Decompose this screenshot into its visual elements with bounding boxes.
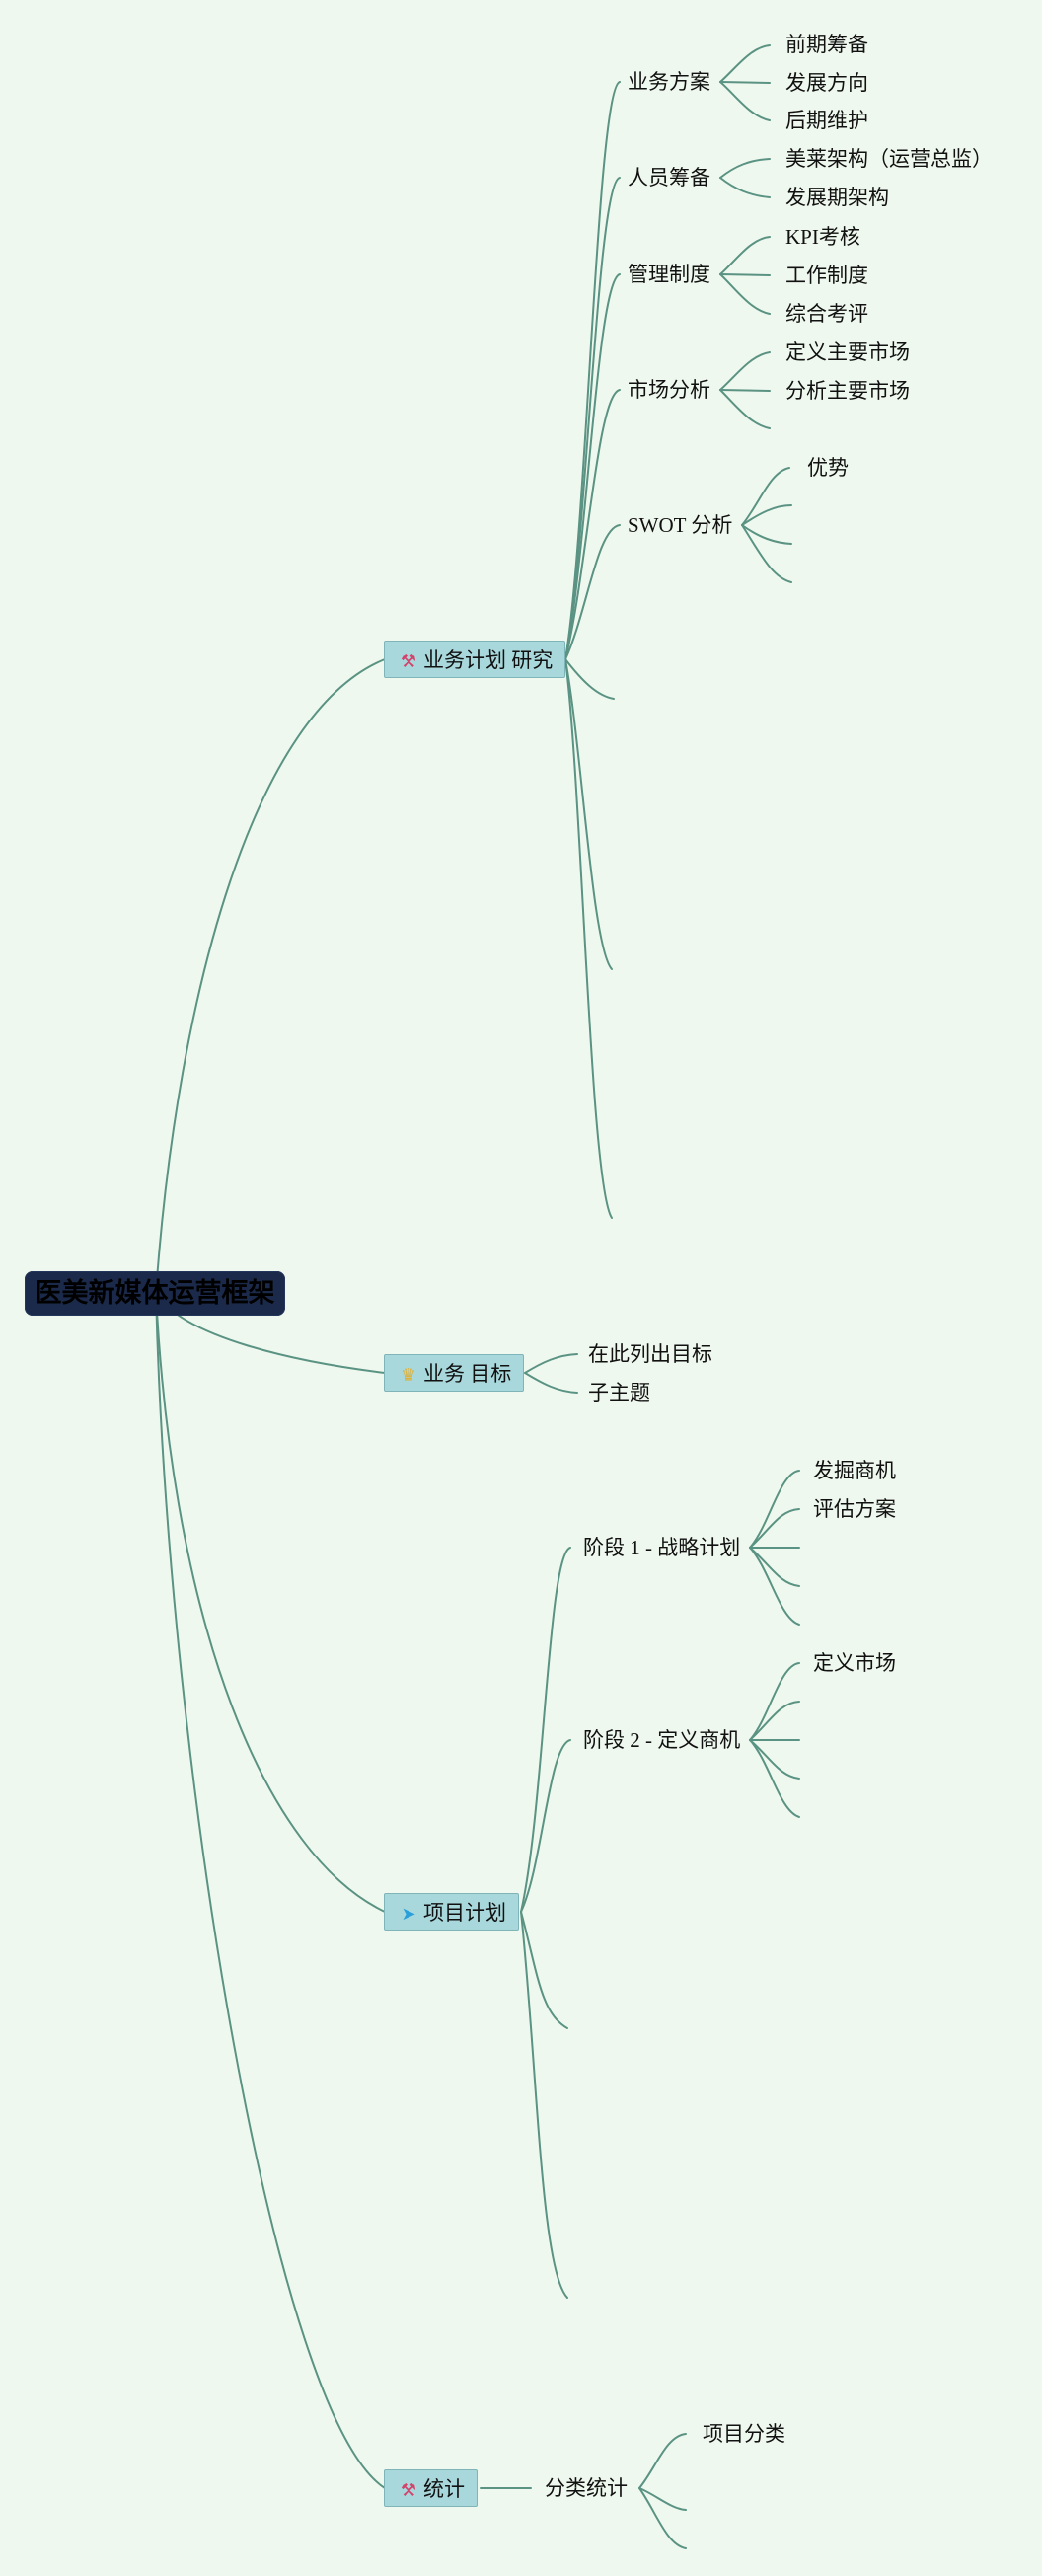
edge-leaf xyxy=(719,273,771,315)
edge-leaf xyxy=(638,2433,687,2489)
leaf-topic[interactable]: 定义市场 xyxy=(813,1651,896,1675)
edge-leaf xyxy=(719,158,771,179)
leaf-topic[interactable]: 后期维护 xyxy=(785,109,868,132)
edge-project-phase2 xyxy=(520,1739,571,1913)
leaf-topic[interactable]: 定义主要市场 xyxy=(785,341,910,364)
edge-project-phase1 xyxy=(520,1547,571,1913)
topic-statistics[interactable]: ⚒ 统计 xyxy=(384,2469,478,2507)
edge-leaf xyxy=(749,1547,800,1626)
edge-research-mgmt xyxy=(564,273,621,660)
leaf-topic[interactable]: 项目分类 xyxy=(703,2422,785,2446)
leaf-topic[interactable]: 工作制度 xyxy=(785,264,868,287)
edge-leaf xyxy=(749,1739,800,1818)
leaf-topic[interactable]: 前期筹备 xyxy=(785,33,868,56)
topic-label: 统计 xyxy=(423,2477,465,2501)
leaf-topic[interactable]: 发展方向 xyxy=(785,71,868,95)
edge-leaf xyxy=(749,1508,800,1549)
subtopic-management[interactable]: 管理制度 xyxy=(628,263,710,286)
edge-leaf xyxy=(719,389,771,392)
leaf-topic[interactable]: 发展期架构 xyxy=(785,186,889,209)
subtopic-phase-2[interactable]: 阶段 2 - 定义商机 xyxy=(583,1728,741,1752)
edge-research-swot xyxy=(564,524,621,660)
subtopic-category-stats[interactable]: 分类统计 xyxy=(545,2476,628,2500)
edge-leaf xyxy=(749,1547,800,1587)
edge-leaf xyxy=(719,351,771,391)
edge-leaf xyxy=(741,524,792,545)
topic-business-research[interactable]: ⚒ 业务计划 研究 xyxy=(384,641,566,678)
edge-leaf xyxy=(741,504,792,526)
leaf-topic[interactable]: 美莱架构（运营总监） xyxy=(785,147,993,171)
edge-leaf xyxy=(719,81,771,84)
edge-project-empty-2 xyxy=(520,1911,568,2299)
edge-research-empty-2 xyxy=(564,658,613,970)
topic-label: 项目计划 xyxy=(423,1901,506,1925)
edge-leaf xyxy=(524,1372,578,1394)
root-topic[interactable]: 医美新媒体运营框架 xyxy=(25,1271,285,1316)
subtopic-phase-1[interactable]: 阶段 1 - 战略计划 xyxy=(583,1536,741,1559)
edge-research-empty-3 xyxy=(564,658,613,1219)
edge-leaf xyxy=(749,1701,800,1741)
edge-root-project xyxy=(155,1292,386,1913)
edge-leaf xyxy=(638,2487,687,2549)
edge-leaf xyxy=(741,467,790,526)
edge-leaf xyxy=(719,177,771,198)
edge-research-staff xyxy=(564,177,621,660)
leaf-topic[interactable]: 评估方案 xyxy=(813,1497,896,1521)
edge-leaf xyxy=(749,1739,800,1780)
leaf-topic[interactable]: 分析主要市场 xyxy=(785,379,910,403)
tools-icon: ⚒ xyxy=(400,2480,417,2500)
trophy-icon: ♛ xyxy=(400,1365,417,1385)
edge-leaf xyxy=(749,1470,800,1549)
tools-icon: ⚒ xyxy=(400,651,417,671)
edge-research-empty-1 xyxy=(564,658,615,700)
edge-leaf xyxy=(719,81,771,121)
edge-leaf xyxy=(719,236,771,275)
paper-plane-icon: ➤ xyxy=(401,1904,416,1924)
leaf-topic[interactable]: 子主题 xyxy=(588,1381,650,1404)
subtopic-market-analysis[interactable]: 市场分析 xyxy=(628,378,710,402)
edge-root-stats xyxy=(155,1292,386,2489)
edge-leaf xyxy=(741,524,792,583)
edge-leaf xyxy=(638,2487,687,2511)
edge-research-market xyxy=(564,389,621,660)
leaf-topic[interactable]: 综合考评 xyxy=(785,302,868,326)
subtopic-staff-prep[interactable]: 人员筹备 xyxy=(628,166,710,189)
edge-leaf xyxy=(719,44,771,83)
edge-root-research xyxy=(155,658,386,1294)
edge-leaf xyxy=(524,1353,578,1374)
topic-project-plan[interactable]: ➤ 项目计划 xyxy=(384,1893,519,1931)
topic-label: 业务计划 研究 xyxy=(423,648,554,672)
leaf-topic[interactable]: KPI考核 xyxy=(785,225,860,249)
subtopic-swot[interactable]: SWOT 分析 xyxy=(628,513,733,537)
leaf-topic[interactable]: 在此列出目标 xyxy=(588,1342,712,1366)
leaf-topic[interactable]: 优势 xyxy=(807,456,849,480)
topic-business-goals[interactable]: ♛ 业务 目标 xyxy=(384,1354,525,1392)
edge-leaf xyxy=(719,389,771,429)
edge-leaf xyxy=(749,1662,800,1741)
edge-leaf xyxy=(719,273,771,276)
leaf-topic[interactable]: 发掘商机 xyxy=(813,1459,896,1482)
topic-label: 业务 目标 xyxy=(423,1362,512,1386)
subtopic-business-plan[interactable]: 业务方案 xyxy=(628,70,710,94)
edge-project-empty-1 xyxy=(520,1911,568,2029)
